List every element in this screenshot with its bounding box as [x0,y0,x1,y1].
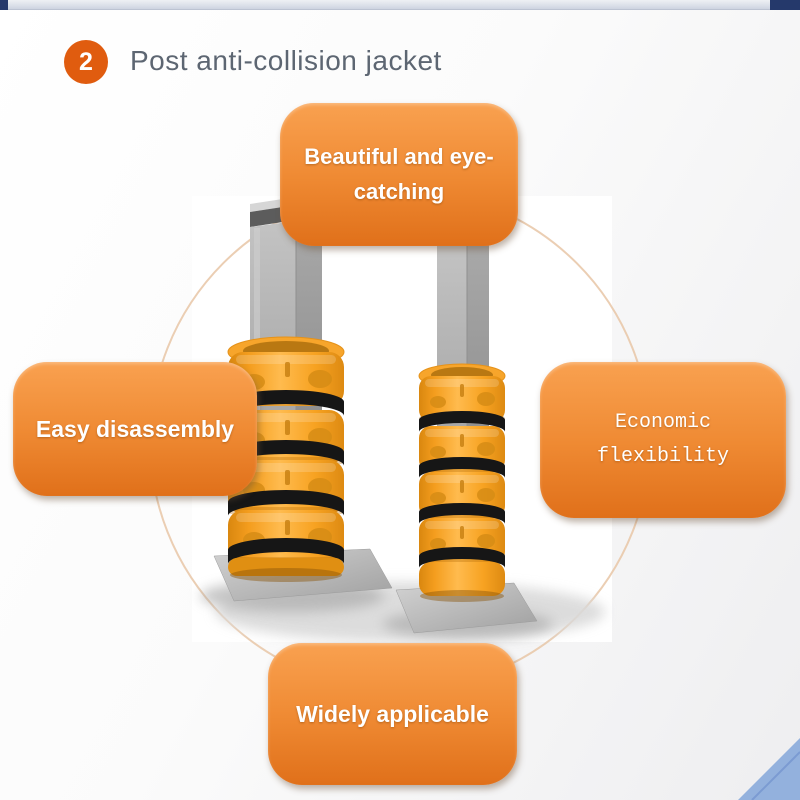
step-number-badge: 2 [64,40,108,84]
callout-label: Easy disassembly [35,415,235,442]
step-number: 2 [79,47,93,76]
right-collision-jacket [418,363,506,602]
navy-cap-right [770,0,800,10]
callout-economic-flexibility: Economic flexibility [540,362,786,518]
callout-beautiful: Beautiful and eye-catching [280,103,518,246]
callout-label: Beautiful and eye-catching [304,144,494,204]
callout-widely-applicable: Widely applicable [268,643,517,785]
top-accent-bar [0,0,800,10]
slide-title: Post anti-collision jacket [130,45,442,76]
callout-easy-disassembly: Easy disassembly [13,362,257,496]
callout-label: Widely applicable [296,700,489,727]
left-collision-jacket [227,336,345,582]
corner-triangle [738,738,800,800]
navy-cap-left [0,0,8,10]
callout-label: Economic flexibility [596,411,730,468]
